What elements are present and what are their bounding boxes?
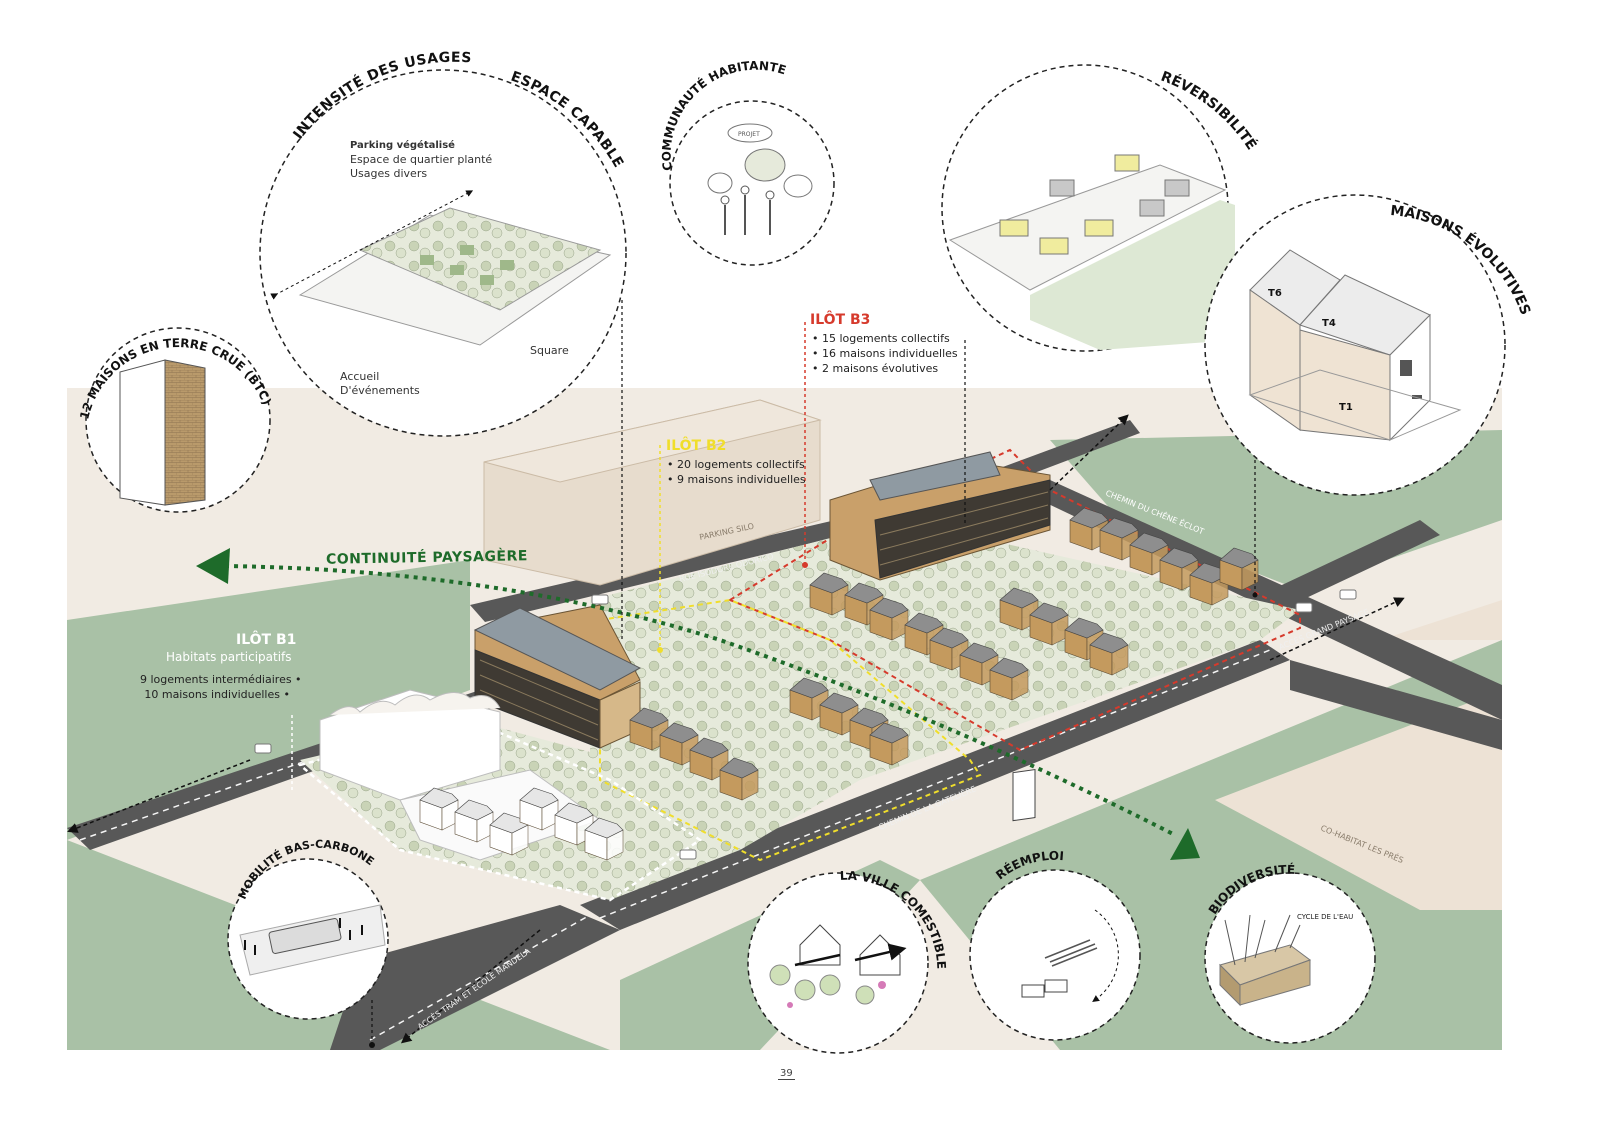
circle-mobilite — [227, 858, 389, 1020]
continuite-paysagere-arrow — [224, 564, 1176, 837]
circle-projet-label: PROJET — [738, 131, 760, 138]
ilot-b3-title: ILÔT B3 — [810, 312, 871, 328]
arrowhead-west — [196, 548, 230, 584]
road — [1250, 520, 1440, 615]
circle-reversibilite — [941, 64, 1235, 352]
ilot-b3-list: 15 logements collectifs 16 maisons indiv… — [812, 331, 958, 376]
circle-maisons-terre — [85, 327, 271, 513]
circle-biodiversite — [1204, 872, 1376, 1044]
b1-houses — [419, 787, 624, 861]
ilot-b1-item: 10 maisons individuelles — [140, 687, 290, 702]
typology-t4: T4 — [1322, 318, 1336, 329]
cycle-eau-label: CYCLE DE L'EAU — [1297, 913, 1353, 921]
ilot-b2-item: 9 maisons individuelles — [667, 472, 806, 487]
square-label: Square — [530, 344, 569, 357]
car — [679, 849, 697, 860]
ilot-b2-outline — [599, 598, 982, 862]
parking-line-2: Usages divers — [350, 167, 428, 180]
b1-white-building — [319, 689, 602, 861]
ground-beige — [1215, 690, 1502, 910]
accueil-label-2: D'événements — [340, 384, 420, 397]
accueil-label-1: Accueil — [340, 370, 380, 383]
circle-ville-comestible — [747, 872, 929, 1054]
parking-line-1: Espace de quartier planté — [350, 153, 493, 166]
circle-communaute — [669, 100, 835, 266]
access-arrow — [1049, 414, 1129, 491]
b3-collective-building — [829, 451, 1051, 581]
access-arrow — [1269, 597, 1405, 661]
ilot-b2-title: ILÔT B2 — [666, 438, 727, 454]
b3-houses — [809, 507, 1259, 701]
ilot-b1-title: ILÔT B1 — [236, 632, 297, 648]
typology-t6: T6 — [1268, 288, 1282, 299]
ilot-b2-list: 20 logements collectifs 9 maisons indivi… — [667, 457, 806, 487]
ilot-b2-item: 20 logements collectifs — [667, 457, 806, 472]
parking-vegetalise-title: Parking végétalisé — [350, 140, 455, 151]
road — [1290, 660, 1502, 750]
ilot-b1-item: 9 logements intermédiaires — [140, 672, 292, 687]
page-number: 39 — [778, 1068, 795, 1080]
car — [1339, 589, 1357, 600]
typology-t1: T1 — [1339, 402, 1353, 413]
access-arrow — [400, 929, 541, 1044]
circle-intensite — [259, 69, 627, 437]
ilot-b3-item: 15 logements collectifs — [812, 331, 958, 346]
road — [470, 505, 915, 622]
b2-houses — [629, 677, 909, 801]
car — [1295, 602, 1313, 613]
arrowhead-east — [1170, 828, 1200, 860]
ilot-b1-list: 9 logements intermédiaires 10 maisons in… — [140, 672, 292, 702]
ilot-b3-item: 16 maisons individuelles — [812, 346, 958, 361]
circle-reemploi — [969, 768, 1141, 1041]
circle-maisons-evolutives — [1204, 194, 1506, 496]
ilot-b1-subtitle: Habitats participatifs — [166, 650, 292, 664]
b2-collective-building — [473, 604, 642, 749]
road — [330, 905, 620, 1050]
car — [591, 594, 609, 605]
ilot-b3-item: 2 maisons évolutives — [812, 361, 958, 376]
site-vegetation — [590, 520, 1300, 850]
access-arrow — [67, 759, 251, 833]
car — [254, 743, 272, 754]
ground-beige — [1380, 600, 1502, 640]
